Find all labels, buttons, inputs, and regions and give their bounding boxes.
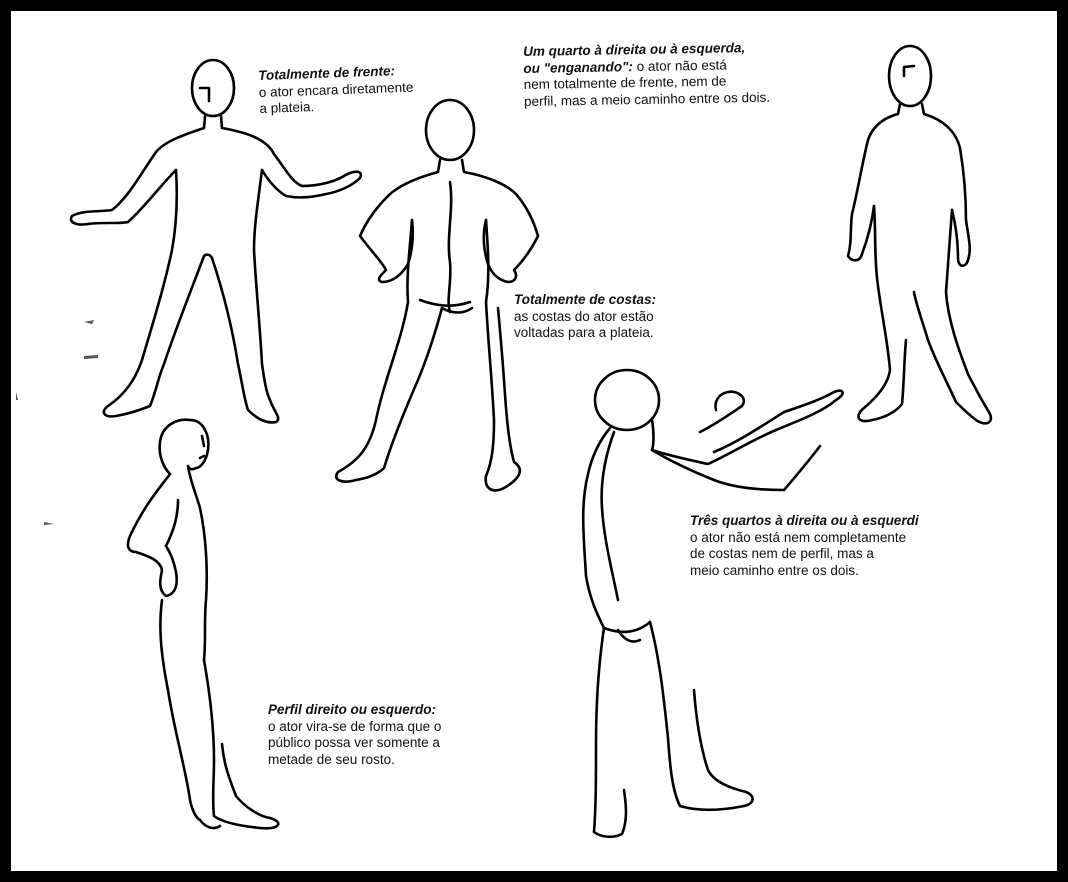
caption-profile-line: o ator vira-se de forma que o [268, 719, 518, 736]
scan-mark [84, 320, 94, 324]
caption-one-quarter-text: o ator não está [633, 57, 727, 74]
caption-three-quarter-line: meio caminho entre os dois. [690, 563, 1030, 580]
caption-three-quarter-line: o ator não está nem completamente [690, 530, 1030, 547]
figure-three-quarter [583, 370, 842, 837]
caption-profile-line: público possa ver somente a [268, 735, 518, 752]
caption-full-back-title: Totalmente de costas: [514, 292, 744, 309]
caption-three-quarter: Três quartos à direita ou à esquerdi o a… [690, 513, 1030, 579]
caption-profile-line: metade de seu rosto. [268, 752, 518, 769]
caption-full-front: Totalmente de frente: o ator encara dire… [258, 60, 490, 117]
figure-profile [128, 420, 278, 829]
caption-full-back-line: as costas do ator estão [514, 309, 744, 326]
figure-full-back [336, 100, 538, 490]
scan-mark [16, 392, 18, 400]
caption-three-quarter-line: de costas nem de perfil, mas a [690, 546, 1030, 563]
caption-profile: Perfil direito ou esquerdo: o ator vira-… [268, 702, 518, 768]
caption-three-quarter-title: Três quartos à direita ou à esquerdi [690, 513, 1030, 530]
scan-mark [44, 522, 54, 525]
caption-full-back-line: voltadas para a plateia. [514, 325, 744, 342]
caption-one-quarter: Um quarto à direita ou à esquerda, ou "e… [523, 38, 884, 110]
caption-one-quarter-subtitle: ou "enganando": [523, 59, 633, 76]
scan-mark [84, 355, 98, 359]
caption-profile-title: Perfil direito ou esquerdo: [268, 702, 518, 719]
caption-full-back: Totalmente de costas: as costas do ator … [514, 292, 744, 342]
